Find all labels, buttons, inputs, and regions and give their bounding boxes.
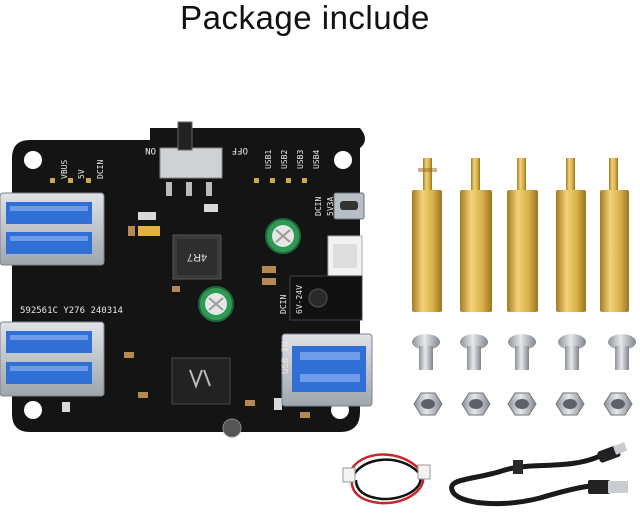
- page-title: Package include: [180, 0, 430, 36]
- screws: [412, 334, 636, 370]
- header-label-vbus: VBUS: [60, 160, 69, 179]
- power-switch: [159, 121, 223, 196]
- nut: [413, 392, 443, 416]
- header-label-usb3: USB3: [296, 150, 305, 169]
- nut: [603, 392, 633, 416]
- button: [222, 418, 242, 438]
- header-label-usb2: USB2: [280, 150, 289, 169]
- inductor-label: 4R7: [187, 251, 207, 263]
- standoff: [556, 158, 586, 312]
- standoff: [460, 158, 492, 312]
- standoff: [600, 158, 629, 312]
- dcin-label: DCIN: [314, 197, 323, 216]
- usb-in-label: USB IN: [281, 341, 291, 374]
- screw: [460, 334, 488, 370]
- header-label-usb4: USB4: [312, 150, 321, 169]
- capacitor: [265, 218, 301, 254]
- hub-chip: [171, 357, 231, 405]
- nut: [507, 392, 537, 416]
- board-serial: 592561C Y276 240314: [20, 306, 123, 316]
- mount-hole: [334, 151, 352, 169]
- standoff: [507, 158, 538, 312]
- nut: [461, 392, 491, 416]
- barrel-label: DCIN: [279, 295, 288, 314]
- switch-on-label: ON: [145, 145, 156, 155]
- screw: [412, 334, 440, 370]
- header-label-dcin: DCIN: [96, 160, 105, 179]
- dcin-rating: 5V3A: [326, 197, 335, 216]
- hub-board: ON OFF VBUS 5V DCIN USB1 USB2 USB3 USB4: [0, 121, 373, 438]
- usb-port-lower: [0, 321, 105, 397]
- screw: [558, 334, 586, 370]
- capacitor: [198, 286, 234, 322]
- usb-port-upper: [0, 192, 105, 266]
- nut: [555, 392, 585, 416]
- barrel-voltage: 6V-24V: [295, 285, 304, 314]
- screw: [508, 334, 536, 370]
- standoff: [412, 158, 442, 312]
- screw: [608, 334, 636, 370]
- header-label-usb1: USB1: [264, 150, 273, 169]
- mount-hole: [24, 401, 42, 419]
- inductor: 4R7: [172, 234, 222, 280]
- brass-standoffs: [412, 158, 629, 312]
- power-cable: [342, 453, 431, 505]
- usb-cable: [449, 442, 628, 507]
- mount-hole: [24, 151, 42, 169]
- switch-off-label: OFF: [232, 145, 248, 155]
- nuts: [413, 392, 633, 416]
- usb-in-port: [281, 333, 373, 407]
- header-label-5v: 5V: [77, 169, 86, 179]
